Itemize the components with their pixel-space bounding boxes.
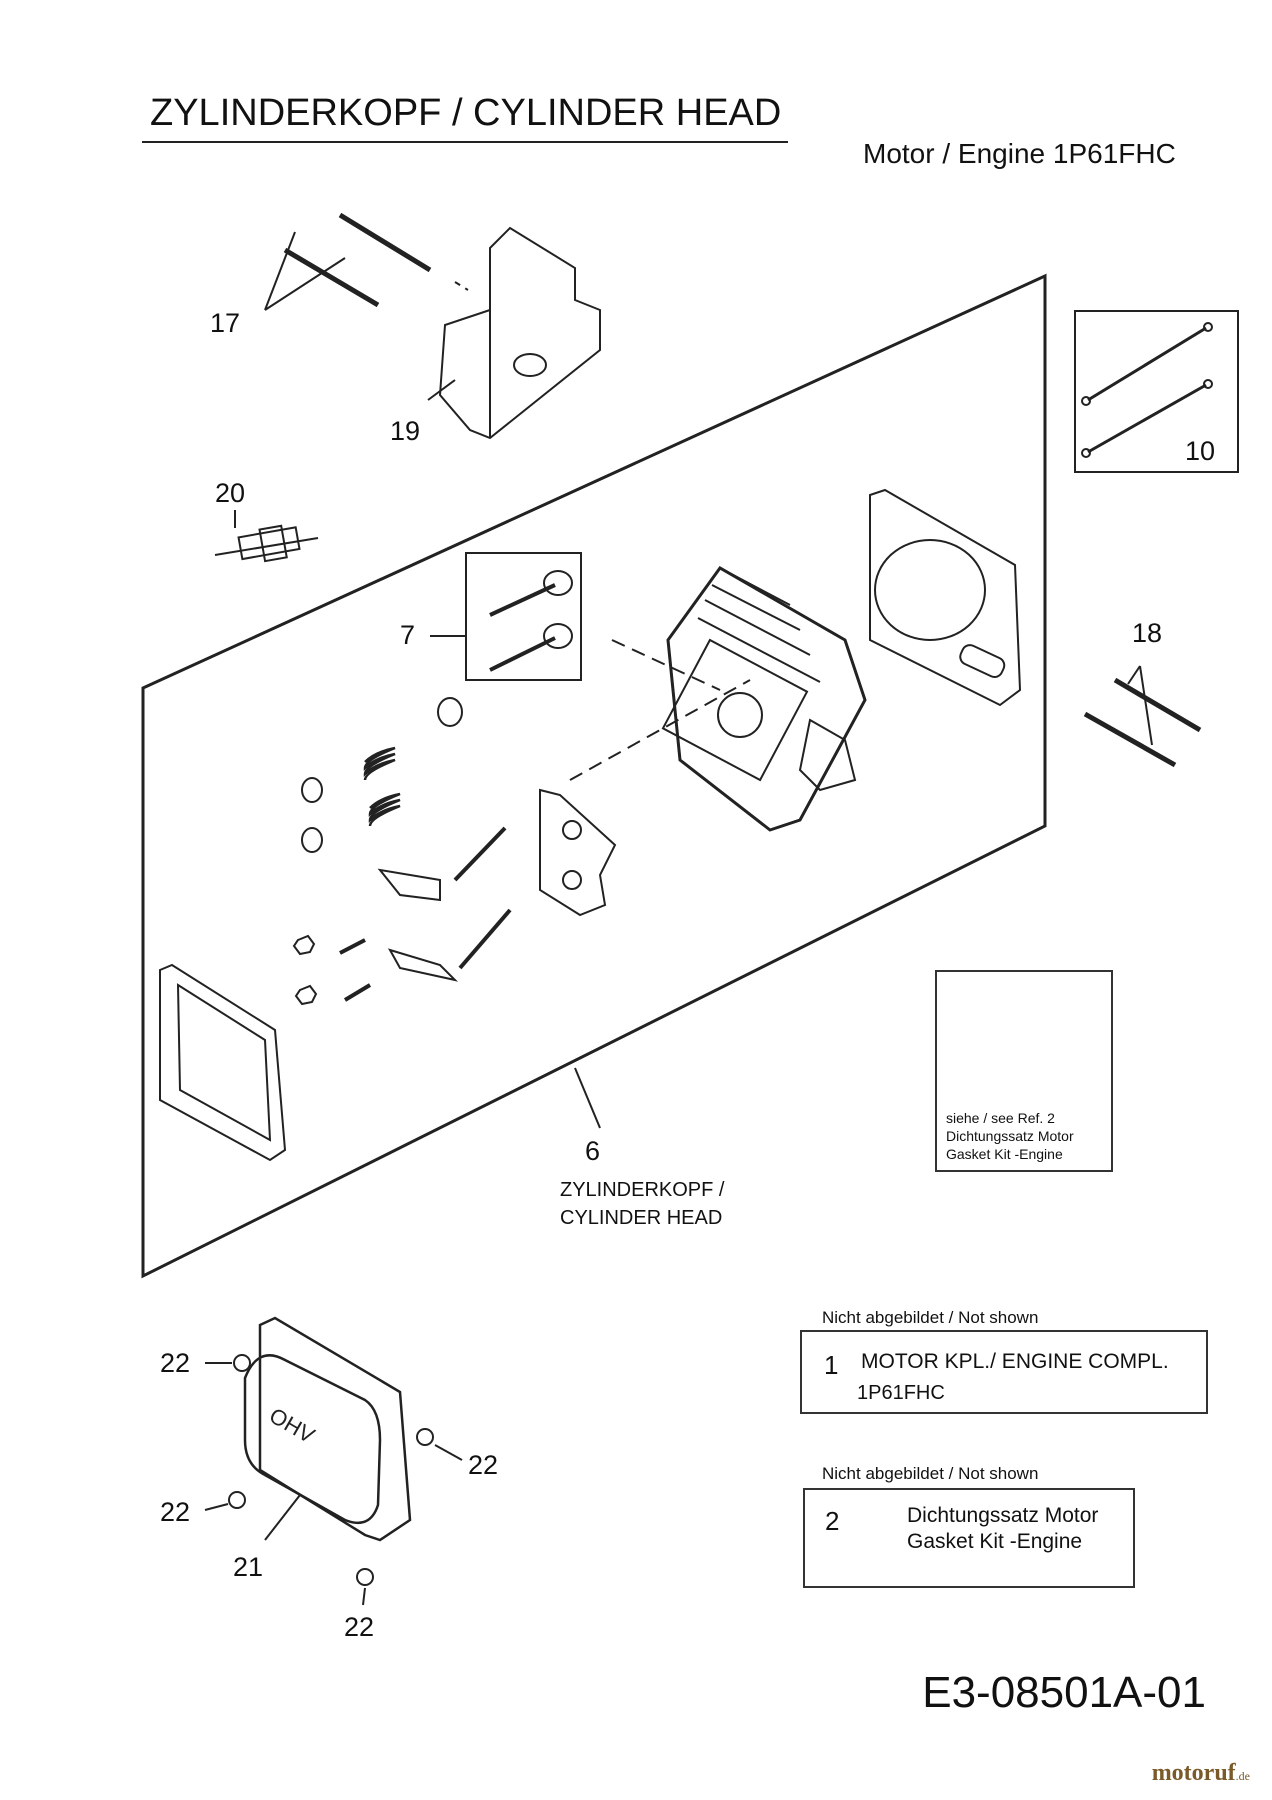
- cover-bolt-22: [204, 1354, 463, 1606]
- item-description: MOTOR KPL./ ENGINE COMPL.: [861, 1350, 1169, 1373]
- push-rod-10: [1081, 322, 1213, 458]
- page-title: ZYLINDERKOPF / CYLINDER HEAD: [150, 92, 782, 134]
- rocker-arm: [377, 868, 459, 982]
- valve-spring: [363, 746, 401, 827]
- callout-20: 20: [215, 478, 246, 508]
- rocker-arm-plate: [539, 788, 617, 917]
- callout-22: 22: [468, 1450, 499, 1480]
- item-description: Dichtungssatz Motor: [907, 1504, 1099, 1527]
- callout-7: 7: [400, 620, 416, 650]
- callout-18: 18: [1132, 618, 1163, 648]
- callout-22: 22: [160, 1497, 191, 1527]
- adjusting-nut: [292, 934, 372, 1006]
- item-description: Gasket Kit -Engine: [907, 1530, 1083, 1553]
- head-gasket: [869, 488, 1022, 707]
- not-shown-item-1: 1 MOTOR KPL./ ENGINE COMPL. 1P61FHC: [800, 1330, 1208, 1414]
- callout-17: 17: [210, 308, 241, 338]
- title-underline: [142, 141, 788, 143]
- ref-note-line: Gasket Kit -Engine: [946, 1146, 1063, 1162]
- valve-cover-21: OHV: [243, 1316, 412, 1542]
- callout-10: 10: [1185, 436, 1216, 466]
- diagram-part-number: E3-08501A-01: [922, 1668, 1206, 1717]
- watermark-tld: .de: [1235, 1769, 1250, 1783]
- rocker-stud: [453, 826, 512, 970]
- spark-plug-20: [214, 510, 319, 563]
- not-shown-item-2: 2 Dichtungssatz Motor Gasket Kit -Engine: [803, 1488, 1135, 1588]
- not-shown-header: Nicht abgebildet / Not shown: [822, 1464, 1039, 1483]
- callout-19: 19: [390, 416, 421, 446]
- callout-22: 22: [160, 1348, 191, 1378]
- item-number: 2: [825, 1506, 840, 1536]
- item-description: 1P61FHC: [857, 1382, 945, 1404]
- engine-model: Motor / Engine 1P61FHC: [863, 138, 1176, 169]
- gasket-reference-box: siehe / see Ref. 2 Dichtungssatz Motor G…: [935, 970, 1113, 1172]
- push-rod-box-10: [1074, 310, 1239, 473]
- not-shown-header: Nicht abgebildet / Not shown: [822, 1308, 1039, 1327]
- rocker-cover-gasket: [159, 963, 287, 1162]
- ref-note-line: Dichtungssatz Motor: [946, 1128, 1074, 1144]
- ref-note-line: siehe / see Ref. 2: [946, 1110, 1055, 1126]
- valve-box-7: [465, 552, 582, 681]
- valve-7: [489, 570, 573, 672]
- watermark-name: motoruf: [1151, 1760, 1236, 1786]
- callout-6: 6: [585, 1136, 601, 1166]
- heat-shield-19: [427, 226, 601, 440]
- ohv-emblem: OHV: [265, 1403, 319, 1449]
- callout-22: 22: [344, 1612, 375, 1642]
- item-number: 1: [824, 1350, 839, 1380]
- cylinder-head-assembly-panel: [141, 273, 1047, 1279]
- watermark-logo: motoruf.de: [1152, 1760, 1250, 1787]
- cylinder-head-label: ZYLINDERKOPF /: [560, 1179, 725, 1201]
- callout-21: 21: [233, 1552, 264, 1582]
- stud-bolt-17: [264, 212, 432, 311]
- valve-retainer: [301, 697, 463, 853]
- cylinder-head-label: CYLINDER HEAD: [560, 1207, 723, 1229]
- stud-bolt-18: [1083, 665, 1202, 768]
- cylinder-head-6: [661, 566, 867, 832]
